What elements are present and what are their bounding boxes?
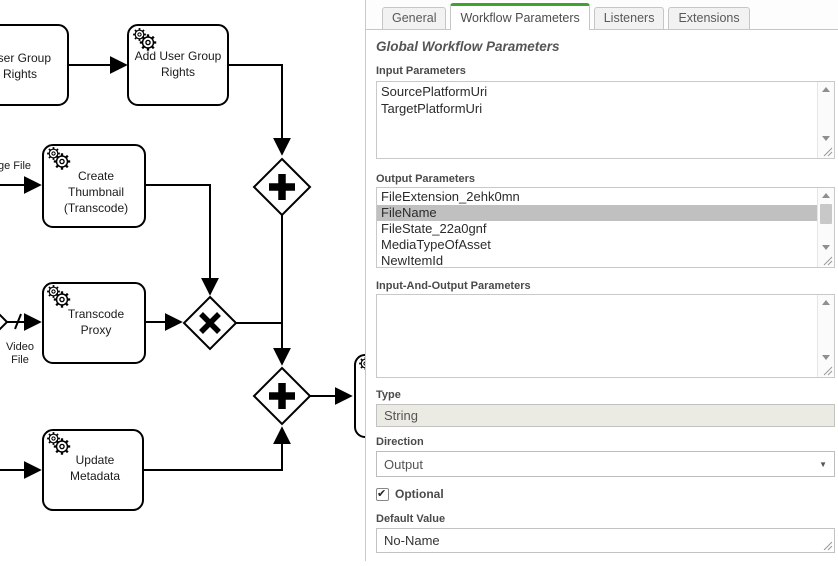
svg-text:(Transcode): (Transcode) bbox=[64, 201, 128, 215]
scrollbar[interactable] bbox=[817, 82, 834, 158]
svg-text:Rights: Rights bbox=[3, 67, 37, 81]
scroll-up-icon[interactable] bbox=[818, 295, 834, 310]
list-item-selected[interactable]: FileName bbox=[377, 205, 817, 221]
conditional-flow-tick bbox=[14, 313, 22, 330]
edge-label-video-file-line1: Video bbox=[6, 341, 34, 353]
type-label: Type bbox=[376, 389, 401, 401]
direction-select[interactable]: Output ▼ bbox=[376, 451, 835, 477]
resize-grip-icon[interactable] bbox=[823, 256, 833, 266]
optional-label: Optional bbox=[395, 487, 444, 501]
svg-text:Transcode: Transcode bbox=[68, 307, 125, 321]
direction-select-value: Output bbox=[384, 456, 424, 472]
input-parameters-label: Input Parameters bbox=[376, 65, 466, 77]
svg-text:Create: Create bbox=[78, 169, 114, 183]
svg-text:Add User Group: Add User Group bbox=[135, 49, 222, 63]
output-parameters-label: Output Parameters bbox=[376, 173, 476, 185]
tab-extensions[interactable]: Extensions bbox=[668, 7, 750, 29]
scrollbar-thumb[interactable] bbox=[820, 204, 832, 224]
svg-text:Update: Update bbox=[76, 453, 115, 467]
resize-grip-icon[interactable] bbox=[823, 366, 833, 376]
default-value-input[interactable] bbox=[376, 528, 835, 553]
x-icon bbox=[199, 312, 221, 334]
parallel-gateway-bottom[interactable] bbox=[252, 366, 312, 426]
svg-text:Proxy: Proxy bbox=[81, 323, 112, 337]
output-parameters-listbox[interactable]: FileExtension_2ehk0mn FileName FileState… bbox=[376, 187, 835, 268]
list-item[interactable]: NewItemId bbox=[381, 253, 444, 268]
svg-text:Rights: Rights bbox=[161, 65, 195, 79]
edge-label-image-file: ge File bbox=[0, 160, 31, 172]
list-item[interactable]: SourcePlatformUri bbox=[381, 84, 488, 99]
list-item[interactable]: MediaTypeOfAsset bbox=[381, 237, 491, 252]
scroll-down-icon[interactable] bbox=[818, 350, 834, 365]
task-transcode-proxy[interactable]: Transcode Proxy bbox=[42, 282, 146, 364]
panel-heading: Global Workflow Parameters bbox=[376, 39, 560, 54]
flow-thumbnail-to-xgateway[interactable] bbox=[145, 184, 219, 296]
default-value-label: Default Value bbox=[376, 513, 446, 525]
clipped-gateway-left-edge[interactable] bbox=[0, 300, 9, 344]
plus-icon bbox=[269, 174, 295, 200]
scroll-up-icon[interactable] bbox=[818, 82, 834, 97]
tab-workflow-parameters[interactable]: Workflow Parameters bbox=[450, 3, 590, 30]
tab-general[interactable]: General bbox=[382, 7, 447, 29]
io-parameters-listbox[interactable] bbox=[376, 294, 835, 378]
plus-icon bbox=[269, 383, 295, 409]
task-add-user-group-rights[interactable]: Add User Group Rights bbox=[127, 24, 229, 106]
exclusive-gateway[interactable] bbox=[182, 295, 238, 351]
task-update-metadata[interactable]: Update Metadata bbox=[42, 429, 144, 511]
list-item[interactable]: FileState_22a0gnf bbox=[381, 221, 487, 236]
scrollbar[interactable] bbox=[817, 295, 834, 377]
resize-grip-icon[interactable] bbox=[823, 147, 833, 157]
tab-bar: General Workflow Parameters Listeners Ex… bbox=[366, 0, 838, 30]
parallel-gateway-top[interactable] bbox=[252, 157, 312, 217]
scrollbar[interactable] bbox=[817, 188, 834, 267]
svg-text:Thumbnail: Thumbnail bbox=[68, 185, 124, 199]
optional-checkbox[interactable] bbox=[376, 487, 389, 501]
task-create-thumbnail[interactable]: Create Thumbnail (Transcode) bbox=[42, 144, 146, 228]
io-parameters-label: Input-And-Output Parameters bbox=[376, 280, 531, 292]
task-user-group-rights[interactable]: User Group Rights bbox=[0, 24, 69, 106]
list-item[interactable]: TargetPlatformUri bbox=[381, 101, 483, 116]
list-item[interactable]: FileExtension_2ehk0mn bbox=[381, 189, 520, 204]
sequence-flows[interactable] bbox=[0, 56, 353, 479]
tab-listeners[interactable]: Listeners bbox=[593, 7, 665, 29]
scroll-down-icon[interactable] bbox=[818, 240, 834, 255]
scroll-up-icon[interactable] bbox=[818, 188, 834, 203]
svg-text:User Group: User Group bbox=[0, 51, 51, 65]
edge-label-video-file-line2: File bbox=[11, 354, 29, 366]
resize-grip-icon[interactable] bbox=[823, 541, 833, 551]
flow-updatemetadata-to-parallel2[interactable] bbox=[143, 426, 291, 471]
chevron-down-icon: ▼ bbox=[819, 460, 827, 469]
input-parameters-listbox[interactable]: SourcePlatformUri TargetPlatformUri bbox=[376, 81, 835, 159]
scroll-down-icon[interactable] bbox=[818, 131, 834, 146]
default-value-wrap bbox=[376, 528, 835, 553]
flow-addusergroup-to-parallel1[interactable] bbox=[228, 64, 291, 156]
properties-panel: General Workflow Parameters Listeners Ex… bbox=[365, 0, 838, 561]
direction-label: Direction bbox=[376, 436, 424, 448]
optional-row: Optional bbox=[376, 487, 444, 501]
svg-text:Metadata: Metadata bbox=[70, 469, 120, 483]
type-input bbox=[376, 404, 835, 427]
